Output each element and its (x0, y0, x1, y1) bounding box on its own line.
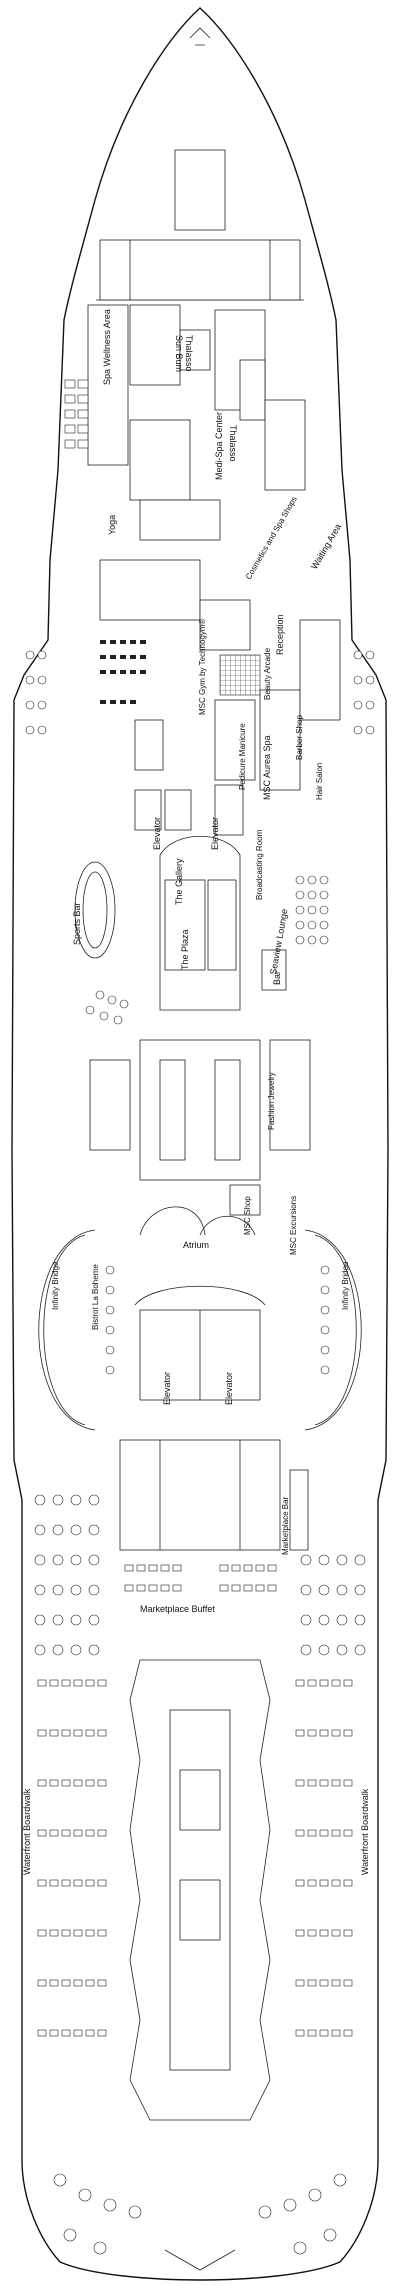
bistrot-seats (105, 1265, 115, 1375)
label-barber-shop: Barber Shop (295, 715, 304, 760)
bridge-seats-right (320, 1265, 330, 1375)
buffet-seats-right (300, 1554, 366, 1656)
label-bistrot-la-boheme: Bistrot La Boheme (91, 1264, 100, 1330)
label-msc-gym: MSC Gym by Technogym® (198, 618, 207, 715)
label-thalasso-lower: Thalasso (228, 425, 238, 462)
label-msc-shop: MSC Shop (243, 1196, 252, 1235)
seaview-lounge-seats (295, 875, 329, 945)
label-marketplace-buffet: Marketplace Buffet (140, 1604, 215, 1614)
label-infinity-bridge-right: Infinity Bridge (341, 1261, 350, 1310)
label-thalasso-upper: Thalasso (184, 335, 194, 372)
label-waterfront-boardwalk-right: Waterfront Boardwalk (360, 1788, 370, 1875)
label-waterfront-boardwalk-left: Waterfront Boardwalk (22, 1788, 32, 1875)
label-broadcasting-room: Broadcasting Room (255, 829, 264, 900)
label-beauty-arcade: Beauty Arcade (263, 647, 272, 700)
label-msc-excursions: MSC Excursions (289, 1196, 298, 1255)
label-atrium: Atrium (183, 1240, 209, 1250)
label-elevator-left: Elevator (152, 817, 162, 850)
atrium-stair (139, 1206, 256, 1236)
label-hair-salon: Hair Salon (315, 763, 324, 800)
side-seating-left-gym (25, 650, 47, 735)
bow-structure (174, 149, 226, 231)
label-spa-wellness-area: Spa Wellness Area (102, 309, 112, 385)
gym-floor (219, 654, 261, 696)
marketplace-bar-counter (289, 1469, 309, 1551)
label-fashion-jewelry: Fashion Jewelry (267, 1072, 276, 1130)
label-yoga: Yoga (107, 515, 117, 535)
label-bar: Bar (272, 971, 282, 985)
stern-seats (53, 2173, 347, 2255)
label-medi-spa-center: Medi-Spa Center (214, 412, 224, 480)
label-infinity-bridge-left: Infinity Bridge (51, 1261, 60, 1310)
label-marketplace-bar: Marketplace Bar (281, 1496, 290, 1555)
label-sports-bar: Sports Bar (72, 902, 82, 945)
label-pedicure-manicure: Pedicure Manicure (238, 723, 247, 790)
label-reception: Reception (275, 614, 285, 655)
boardwalk-seats-left (37, 1679, 107, 2037)
label-the-gallery: The Gallery (174, 858, 184, 905)
gym-equipment (100, 640, 146, 704)
bow-mark (189, 27, 211, 46)
sports-bar-counter (74, 861, 116, 959)
label-elevator-right: Elevator (210, 817, 220, 850)
buffet-seats-left (34, 1494, 100, 1656)
label-the-plaza: The Plaza (180, 929, 190, 970)
buffet-table-rows-center (124, 1564, 277, 1592)
label-elevator-lower-left: Elevator (162, 1372, 172, 1405)
label-msc-aurea-spa: MSC Aurea Spa (262, 735, 272, 800)
label-elevator-lower-right: Elevator (224, 1372, 234, 1405)
label-sun-bum: Sun Bum (174, 335, 184, 372)
boardwalk-seats-right (295, 1679, 353, 2037)
side-seating-right-gym (353, 650, 375, 735)
sports-bar-seats (85, 990, 129, 1025)
spa-lockers (64, 379, 89, 449)
